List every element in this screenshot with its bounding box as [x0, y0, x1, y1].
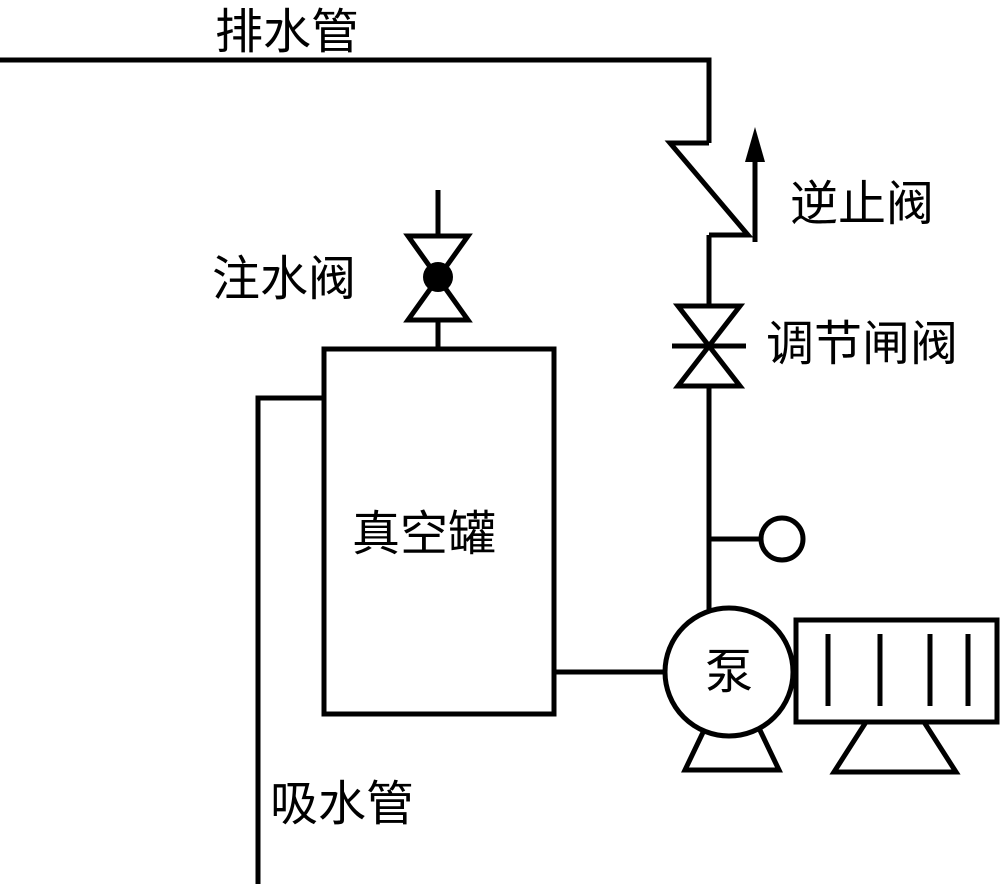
vacuum-tank [321, 346, 557, 717]
pump-body [662, 605, 796, 739]
pump-label: 泵 [705, 644, 754, 700]
fill-valve-ball [423, 262, 453, 292]
suction-pipe-label: 吸水管 [270, 776, 415, 832]
flow-direction-arrow-head [745, 127, 765, 162]
pressure-gauge [758, 515, 806, 563]
vacuum-tank-label: 真空罐 [352, 506, 497, 562]
check-valve-symbol [664, 140, 754, 238]
check-valve-label: 逆止阀 [790, 176, 935, 232]
discharge-pipe [0, 57, 712, 143]
discharge-pipe-label: 排水管 [215, 4, 360, 60]
suction-pipe [255, 395, 324, 884]
gate-valve-label: 调节闸阀 [766, 316, 959, 372]
motor-stand [829, 719, 961, 775]
fill-valve-label: 注水阀 [212, 251, 357, 307]
